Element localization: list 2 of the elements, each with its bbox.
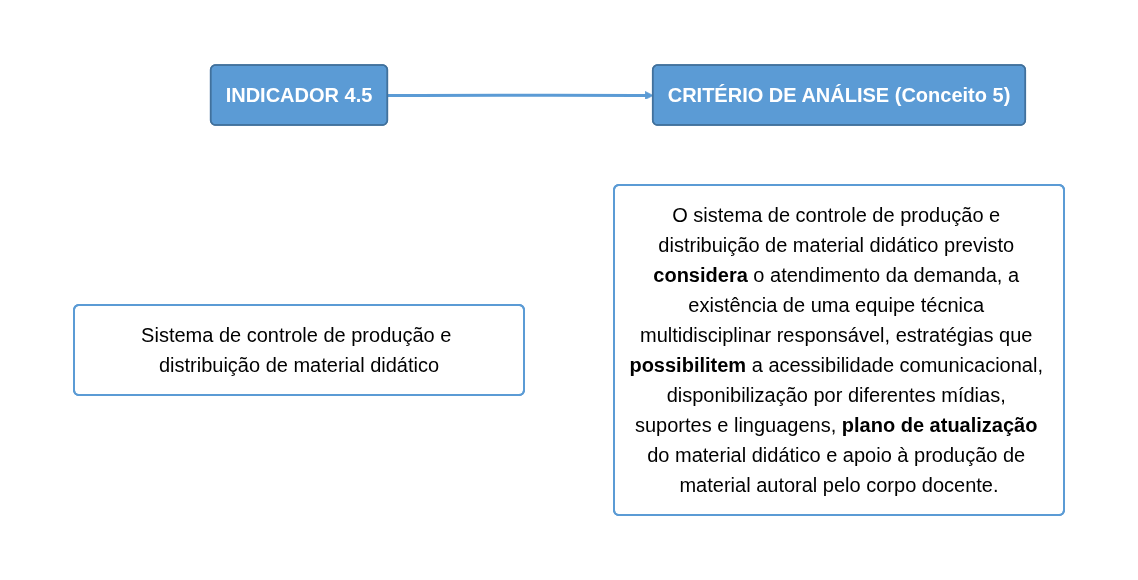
node-text: Sistema de controle de produção e distribuição de material didático	[141, 324, 452, 376]
node-text: O sistema de controle de produção e distribuição de material didático previsto considera o atendimento da demanda, a existência de uma equipe técnica multidisciplinar responsável, estratégias que possibilitem a acessibilidade comunicacional, disponibilização por diferentes mídias, suportes e linguagens, plano de atualização do material didático e apoio à produção de material autoral pelo corpo docente.	[629, 204, 1043, 496]
